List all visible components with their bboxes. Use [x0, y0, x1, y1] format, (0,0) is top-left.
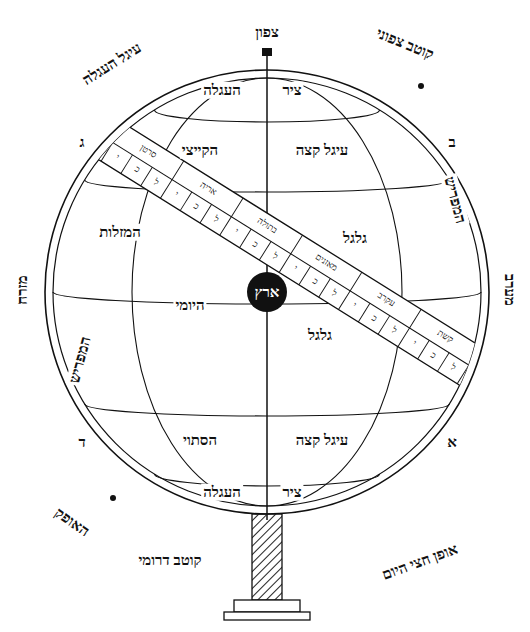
earth-circle: ארץ: [247, 272, 287, 312]
zodiac-divider: [141, 167, 153, 186]
zodiac-divider: [279, 235, 302, 272]
circle-label: ציר: [280, 484, 303, 501]
ring-letter: ד: [76, 434, 87, 451]
circle-label: המפריש: [65, 333, 94, 387]
zodiac-divider: [358, 303, 370, 322]
parallel-circle: [85, 404, 450, 416]
circle-label: קוטב צפוני: [372, 24, 438, 63]
circle-label: אופן חצי היום: [378, 540, 462, 584]
circle-label: גלגל: [341, 230, 369, 247]
circle-label: עיגל קצה: [294, 432, 351, 449]
zodiac-divider: [378, 316, 390, 335]
zodiac-divider: [457, 346, 480, 383]
circle-label: ציר: [280, 82, 303, 99]
parallel-circle: [154, 110, 379, 122]
ring-letter: ג: [78, 134, 87, 151]
zodiac-divider: [240, 229, 252, 248]
circle-label: העגלה: [201, 82, 243, 99]
circle-label: עיגל העגלה: [78, 38, 146, 89]
circle-label: הקייצי: [180, 142, 220, 159]
circle-label: מזרח: [14, 273, 31, 306]
ring-letter: א: [445, 434, 459, 451]
circle-label: העגלה: [201, 484, 243, 501]
zodiac-divider: [339, 272, 362, 309]
circle-label: מערב: [502, 272, 519, 308]
zodiac-divider: [299, 266, 311, 285]
zodiac-divider: [121, 155, 133, 174]
circle-label: קוטב דרומי: [136, 552, 203, 569]
zodiac-divider: [259, 241, 271, 260]
ring-knob: [110, 495, 116, 501]
meridian-ring: [45, 70, 489, 514]
circle-label: צפון: [253, 24, 281, 41]
ring-letter: ב: [446, 134, 457, 151]
zodiac-divider: [160, 161, 183, 198]
parallel-circle: [154, 474, 379, 486]
circle-label: עיגל קצה: [294, 142, 351, 159]
earth-label: ארץ: [255, 284, 280, 301]
circle-label: הסתוי: [181, 432, 219, 449]
stand-base: [234, 600, 300, 612]
circle-label: המזלות: [97, 224, 143, 241]
zodiac-divider: [200, 204, 212, 223]
zodiac-divider: [437, 353, 449, 372]
north-pole-pin: [262, 48, 272, 56]
ring-knob: [418, 83, 424, 89]
circle-label: גלגל: [306, 327, 334, 344]
circle-label: היומי: [173, 297, 206, 314]
circle-label: האופק: [50, 503, 94, 541]
zodiac-band: [97, 121, 485, 386]
circle-label: המפריש: [440, 173, 469, 227]
stand-foot: [224, 612, 310, 620]
stand-pillar: [252, 514, 282, 600]
